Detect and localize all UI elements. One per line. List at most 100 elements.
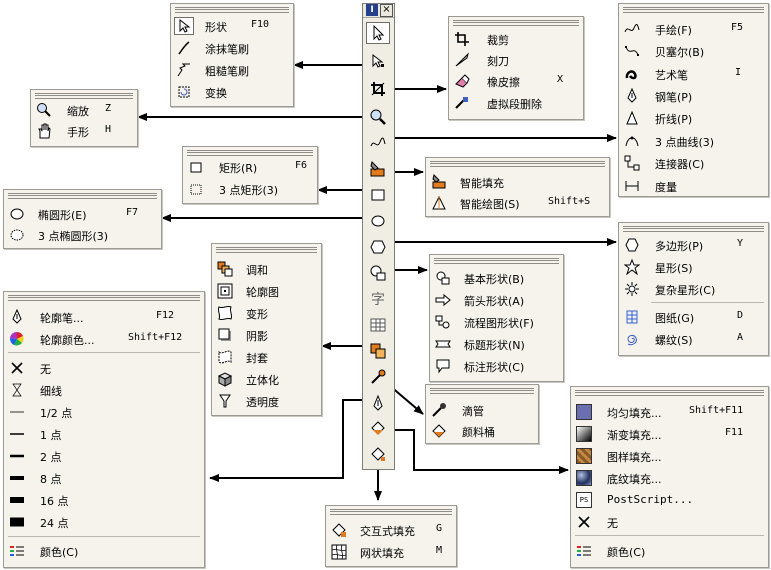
menu-item-transform[interactable]: 变换 [171, 82, 293, 102]
menu-item-callout-shapes[interactable]: 标注形状(C) [430, 356, 563, 376]
table-tool-icon[interactable] [366, 314, 390, 336]
menu-item-pen[interactable]: 钢笔(P) [619, 86, 768, 106]
menu-item-mesh-fill[interactable]: 网状填充 M [326, 542, 456, 562]
menu-item-ellipse[interactable]: 椭圆形(E) F7 [4, 204, 161, 224]
polygon-tool-icon[interactable] [366, 236, 390, 258]
menu-item-texture-fill[interactable]: 底纹填充... [571, 468, 768, 488]
flyout-grip[interactable] [575, 390, 764, 396]
basic-shapes-tool-icon[interactable] [366, 262, 390, 284]
flyout-grip[interactable] [453, 20, 579, 26]
menu-item-half-point[interactable]: 1/2 点 [4, 402, 204, 422]
menu-item-envelope[interactable]: 封套 [212, 347, 321, 367]
toolbox-titlebar[interactable]: I × [363, 4, 394, 18]
menu-item-interactive-fill[interactable]: 交互式填充 G [326, 520, 456, 540]
menu-item-eyedropper[interactable]: 滴管 [426, 400, 538, 420]
menu-item-bezier[interactable]: 贝塞尔(B) [619, 41, 768, 61]
fill-tool-icon[interactable] [366, 418, 390, 440]
menu-item-transparency[interactable]: 透明度 [212, 391, 321, 411]
menu-item-basic-shapes[interactable]: 基本形状(B) [430, 268, 563, 288]
menu-item-blend[interactable]: 调和 [212, 259, 321, 279]
interactive-fill-tool-icon[interactable] [366, 444, 390, 466]
menu-item-smudge-brush[interactable]: 涂抹笔刷 [171, 38, 293, 58]
menu-item-fountain-fill[interactable]: 渐变填充... F11 [571, 424, 768, 444]
menu-item-virtual-segment-delete[interactable]: 虚拟段删除 [449, 93, 583, 113]
menu-item-8-point[interactable]: 8 点 [4, 468, 204, 488]
crop-tool-icon[interactable] [366, 78, 390, 100]
fill-flyout: 均匀填充... Shift+F11 渐变填充... F11 图样填充... 底纹… [570, 386, 769, 568]
fountain-fill-icon [574, 425, 594, 443]
menu-item-shape[interactable]: 形状 F10 [171, 16, 293, 36]
menu-item-uniform-fill[interactable]: 均匀填充... Shift+F11 [571, 402, 768, 422]
menu-item-1-point[interactable]: 1 点 [4, 424, 204, 444]
close-icon[interactable]: × [380, 4, 393, 17]
menu-item-artistic-media[interactable]: 艺术笔 I [619, 64, 768, 84]
flyout-grip[interactable] [330, 509, 452, 515]
menu-item-label: 虚拟段删除 [487, 98, 542, 111]
menu-item-outline-pen[interactable]: 轮廓笔... F12 [4, 307, 204, 327]
menu-item-roughen-brush[interactable]: 粗糙笔刷 [171, 60, 293, 80]
menu-item-no-fill[interactable]: 无 [571, 512, 768, 532]
menu-item-eraser[interactable]: 橡皮擦 X [449, 71, 583, 91]
interactive-effects-tool-icon[interactable] [366, 340, 390, 362]
menu-item-graph-paper[interactable]: 图纸(G) D [619, 307, 768, 327]
flyout-grip[interactable] [8, 295, 200, 301]
menu-item-postscript-fill[interactable]: PS PostScript... [571, 490, 768, 510]
outline-tool-icon[interactable] [366, 392, 390, 414]
menu-item-zoom[interactable]: 缩放 Z [31, 100, 137, 120]
menu-item-hairline[interactable]: 细线 [4, 380, 204, 400]
menu-item-polyline[interactable]: 折线(P) [619, 108, 768, 128]
flyout-grip[interactable] [430, 161, 605, 167]
menu-item-outline-color[interactable]: 轮廓颜色... Shift+F12 [4, 329, 204, 349]
freehand-tool-icon[interactable] [366, 132, 390, 154]
menu-item-2-point[interactable]: 2 点 [4, 446, 204, 466]
flyout-grip[interactable] [623, 7, 764, 13]
menu-item-3-point-curve[interactable]: 3 点曲线(3) [619, 131, 768, 151]
menu-item-contour[interactable]: 轮廓图 [212, 281, 321, 301]
rectangle-tool-icon[interactable] [366, 184, 390, 206]
menu-item-smart-fill[interactable]: 智能填充 [426, 172, 609, 192]
flyout-grip[interactable] [187, 150, 313, 156]
menu-item-crop[interactable]: 裁剪 [449, 29, 583, 49]
menu-item-distort[interactable]: 变形 [212, 303, 321, 323]
menu-item-label: 阴影 [246, 330, 268, 343]
menu-item-color[interactable]: 颜色(C) [571, 541, 768, 561]
menu-item-16-point[interactable]: 16 点 [4, 490, 204, 510]
menu-item-flowchart-shapes[interactable]: 流程图形状(F) [430, 312, 563, 332]
flyout-grip[interactable] [35, 93, 133, 99]
flyout-grip[interactable] [623, 226, 764, 232]
shape-tool-icon[interactable] [366, 50, 390, 72]
zoom-tool-icon[interactable] [366, 106, 390, 128]
flyout-grip[interactable] [434, 258, 559, 264]
text-tool-icon[interactable]: 字 [371, 292, 385, 308]
menu-item-knife[interactable]: 刻刀 [449, 50, 583, 70]
ellipse-tool-icon[interactable] [366, 210, 390, 232]
smart-fill-tool-icon[interactable] [366, 158, 390, 180]
menu-item-spiral[interactable]: 螺纹(S) A [619, 329, 768, 349]
menu-item-no-outline[interactable]: 无 [4, 358, 204, 378]
menu-item-24-point[interactable]: 24 点 [4, 512, 204, 532]
menu-item-3-point-ellipse[interactable]: 3 点椭圆形(3) [4, 225, 161, 245]
menu-item-rectangle[interactable]: 矩形(R) F6 [183, 157, 317, 177]
menu-item-banner-shapes[interactable]: 标题形状(N) [430, 334, 563, 354]
menu-item-star[interactable]: 星形(S) [619, 257, 768, 277]
flyout-grip[interactable] [430, 388, 534, 394]
menu-item-pattern-fill[interactable]: 图样填充... [571, 446, 768, 466]
menu-item-polygon[interactable]: 多边形(P) Y [619, 235, 768, 255]
menu-item-color[interactable]: 颜色(C) [4, 541, 204, 561]
flyout-grip[interactable] [216, 247, 317, 253]
menu-item-connector[interactable]: 连接器(C) [619, 153, 768, 173]
menu-item-drop-shadow[interactable]: 阴影 [212, 325, 321, 345]
flyout-grip[interactable] [8, 193, 157, 199]
pick-tool-icon[interactable] [366, 22, 390, 44]
eyedropper-tool-icon[interactable] [366, 366, 390, 388]
menu-item-dimension[interactable]: 度量 [619, 176, 768, 196]
flyout-grip[interactable] [175, 7, 289, 13]
menu-item-complex-star[interactable]: 复杂星形(C) [619, 279, 768, 299]
menu-item-3-point-rectangle[interactable]: 3 点矩形(3) [183, 179, 317, 199]
menu-item-smart-drawing[interactable]: 智能绘图(S) Shift+S [426, 193, 609, 213]
menu-item-arrow-shapes[interactable]: 箭头形状(A) [430, 290, 563, 310]
menu-item-extrude[interactable]: 立体化 [212, 369, 321, 389]
menu-item-hand[interactable]: 手形 H [31, 121, 137, 141]
menu-item-freehand[interactable]: 手绘(F) F5 [619, 19, 768, 39]
menu-item-paintbucket[interactable]: 颜料桶 [426, 421, 538, 441]
